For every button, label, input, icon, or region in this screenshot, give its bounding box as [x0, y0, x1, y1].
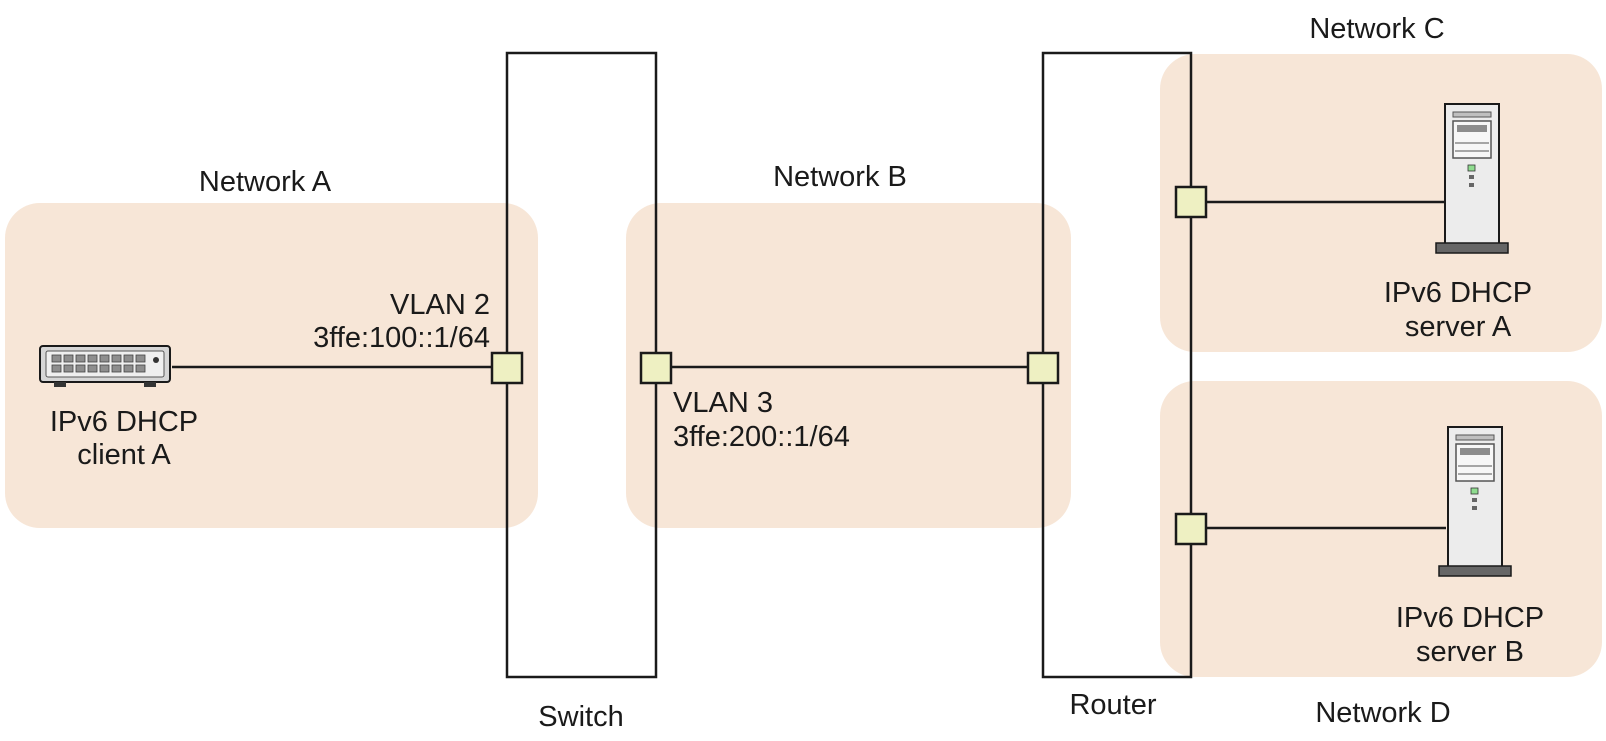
network-d-label: Network D — [1315, 697, 1450, 729]
network-a-zone — [5, 203, 538, 528]
vlan3-address-label: 3ffe:200::1/64 — [673, 421, 850, 453]
server-a-label-line2: server A — [1405, 311, 1512, 343]
server-tower-icon — [1435, 103, 1509, 254]
client-label-line1: IPv6 DHCP — [50, 406, 198, 438]
network-c-label: Network C — [1309, 13, 1444, 45]
server-b-label-line2: server B — [1416, 636, 1524, 668]
switch-port-vlan3 — [639, 351, 673, 385]
vlan2-address-label: 3ffe:100::1/64 — [313, 322, 490, 354]
router-port-network-c — [1174, 185, 1208, 219]
switch-label: Switch — [538, 701, 623, 733]
router-port-network-d — [1174, 512, 1208, 546]
router-label: Router — [1069, 689, 1156, 721]
vlan2-name-label: VLAN 2 — [390, 289, 490, 321]
network-a-label: Network A — [199, 166, 332, 198]
switch-port-vlan2 — [490, 351, 524, 385]
vlan3-name-label: VLAN 3 — [673, 387, 773, 419]
router-port-network-b — [1026, 351, 1060, 385]
network-b-label: Network B — [773, 161, 907, 193]
server-tower-icon — [1438, 426, 1512, 577]
server-a-label-line1: IPv6 DHCP — [1384, 277, 1532, 309]
client-label-line2: client A — [77, 439, 171, 471]
network-b-zone — [626, 203, 1071, 528]
client-device-icon — [39, 345, 171, 387]
server-b-label-line1: IPv6 DHCP — [1396, 602, 1544, 634]
